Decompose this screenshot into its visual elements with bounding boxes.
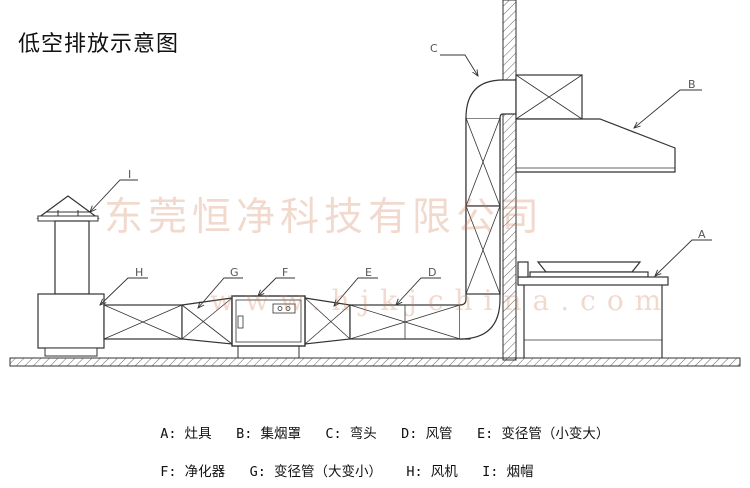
callout-labels: C B A I H G F E D (128, 42, 706, 279)
diagram-title: 低空排放示意图 (18, 32, 180, 57)
label-a: A (698, 228, 706, 241)
label-g: G (230, 266, 239, 279)
legend-row-2: F: 净化器 G: 变径管（大变小） H: 风机 I: 烟帽 (144, 444, 534, 480)
chimney-with-cap (36, 195, 100, 295)
label-e: E (365, 266, 372, 279)
legend-key-i: I: (482, 464, 499, 480)
label-f: F (282, 266, 288, 279)
building-wall (502, 0, 517, 361)
vertical-riser-with-elbow (459, 79, 517, 340)
legend-text-a: 灶具 (184, 426, 212, 442)
legend-key-b: B: (236, 426, 253, 442)
fan-box (37, 293, 105, 357)
legend-key-e: E: (476, 426, 494, 442)
stove (517, 261, 669, 358)
legend-row-1: A: 灶具 B: 集烟罩 C: 弯头 D: 风管 E: 变径管（小变大） (144, 406, 609, 442)
label-d: D (428, 266, 436, 279)
legend-text-h: 风机 (430, 464, 458, 480)
label-b: B (688, 78, 696, 91)
legend-key-g: G: (249, 464, 266, 480)
legend-text-g: 变径管（大变小） (273, 464, 382, 480)
legend-key-f: F: (160, 464, 177, 480)
label-i: I (128, 168, 131, 181)
legend-text-i: 烟帽 (506, 464, 534, 480)
legend-text-d: 风管 (425, 426, 453, 442)
floor (9, 357, 741, 367)
legend-key-h: H: (406, 464, 423, 480)
purifier-unit (231, 295, 306, 358)
label-h: H (135, 266, 143, 279)
legend-key-c: C: (325, 426, 342, 442)
exhaust-hood (515, 74, 676, 173)
label-c: C (430, 42, 438, 55)
legend-text-e: 变径管（小变大） (501, 426, 610, 442)
legend-text-f: 净化器 (184, 464, 226, 480)
legend-text-b: 集烟罩 (260, 426, 301, 442)
legend-key-d: D: (401, 426, 418, 442)
legend-text-c: 弯头 (349, 426, 377, 442)
callout-leaders (90, 54, 712, 308)
legend-key-a: A: (160, 426, 177, 442)
